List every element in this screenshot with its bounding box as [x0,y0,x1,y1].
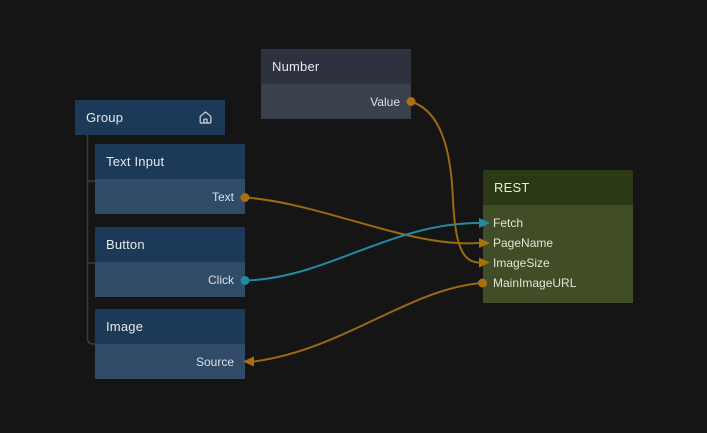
node-text-input-header[interactable]: Text Input [95,144,245,179]
wire-value-to-imagesize-path [410,100,480,264]
node-button[interactable]: Button Click [95,227,245,297]
port-button-click-label: Click [208,272,234,287]
node-image-title: Image [106,319,144,334]
wire-click-to-fetch-path [244,222,480,282]
port-rest-mainimageurl-label: MainImageURL [493,276,577,290]
port-number-value-label: Value [370,94,400,109]
node-number-header[interactable]: Number [261,49,411,84]
node-text-input-title: Text Input [106,154,165,169]
node-number[interactable]: Number Value [261,49,411,119]
port-rest-mainimageurl[interactable]: MainImageURL [483,273,633,293]
port-rest-fetch-label: Fetch [493,216,524,230]
hierarchy-lines [86,135,95,345]
wire-mainimageurl-to-source-path [253,282,483,363]
node-image[interactable]: Image Source [95,309,245,379]
port-rest-imagesize-label: ImageSize [493,256,550,270]
port-rest-imagesize[interactable]: ImageSize [483,253,633,273]
port-rest-pagename[interactable]: PageName [483,233,633,253]
wire-text-to-pagename[interactable] [240,193,491,248]
node-text-input[interactable]: Text Input Text [95,144,245,214]
port-rest-fetch[interactable]: Fetch [483,213,633,233]
wire-value-to-imagesize[interactable] [406,97,491,268]
node-group-title: Group [86,110,124,125]
node-rest-title: REST [494,180,530,195]
node-group[interactable]: Group [75,100,225,135]
node-button-title: Button [106,237,145,252]
port-text-input-text-label: Text [211,189,234,204]
node-rest-header[interactable]: REST [483,170,633,205]
node-rest[interactable]: REST Fetch PageName ImageSize MainImageU… [483,170,633,303]
home-icon [197,109,214,126]
port-image-source-label: Source [195,354,234,369]
port-image-source[interactable]: Source [95,344,245,379]
port-text-input-text[interactable]: Text [95,179,245,214]
node-image-header[interactable]: Image [95,309,245,344]
node-number-title: Number [272,59,320,74]
wire-text-to-pagename-path [244,196,480,245]
wire-mainimageurl-to-source[interactable] [243,278,487,367]
hierarchy-line-trunk [86,135,95,345]
port-number-value[interactable]: Value [261,84,411,119]
port-button-click[interactable]: Click [95,262,245,297]
wire-click-to-fetch[interactable] [240,218,491,285]
node-rest-body: Fetch PageName ImageSize MainImageURL [483,205,633,303]
node-group-header[interactable]: Group [75,100,225,135]
node-button-header[interactable]: Button [95,227,245,262]
port-rest-pagename-label: PageName [493,236,554,250]
